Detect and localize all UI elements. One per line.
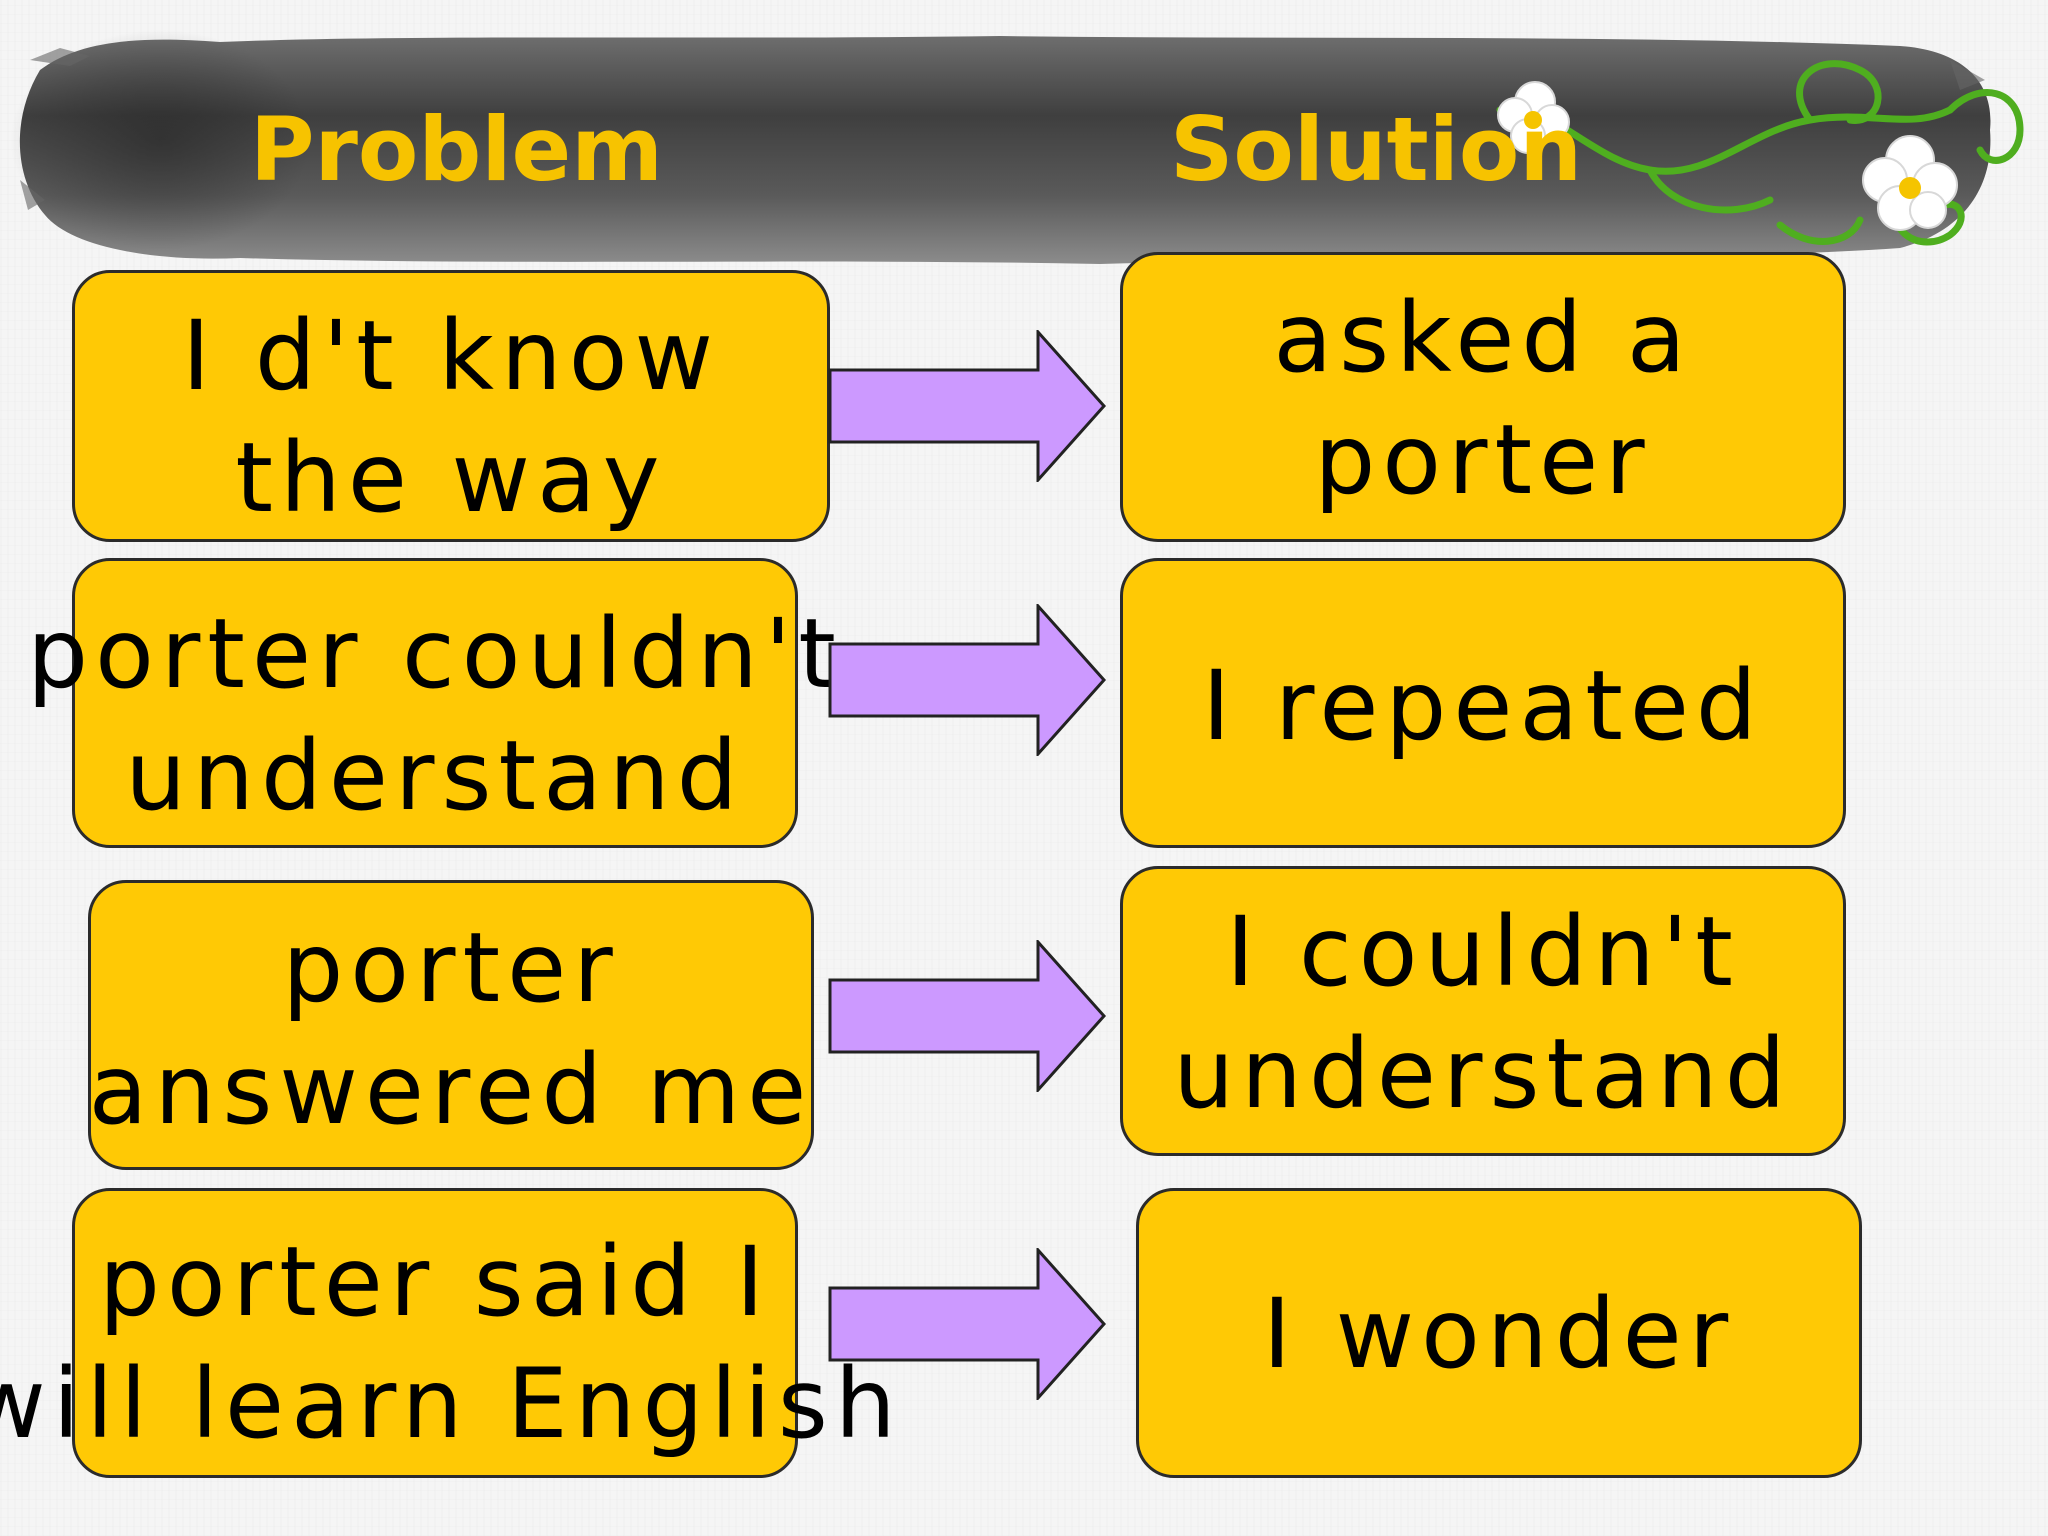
arrow-right-icon — [828, 1248, 1107, 1400]
flower-icon — [1497, 81, 1570, 154]
arrow-right-icon — [828, 330, 1107, 482]
problem-text: porter said I will learn English — [0, 1226, 903, 1460]
problem-box: I d't know the way — [72, 270, 830, 542]
solution-text: I wonder — [1262, 1278, 1736, 1390]
problem-box: porter answered me — [88, 880, 814, 1170]
solution-box: I couldn't understand — [1120, 866, 1846, 1156]
problem-box: porter couldn't understand — [27, 558, 836, 848]
solution-text: I couldn't understand — [1173, 896, 1793, 1130]
solution-text: asked a porter — [1273, 282, 1693, 516]
solution-text: I repeated — [1202, 650, 1764, 762]
problem-text: I d't know the way — [182, 300, 720, 534]
solution-box: I wonder — [1136, 1188, 1862, 1478]
problem-box: porter said I will learn English — [0, 1188, 896, 1478]
problem-text: porter couldn't understand — [27, 598, 843, 832]
flower-vine-decoration — [1496, 60, 2024, 246]
arrow-right-icon — [828, 604, 1107, 756]
header-band — [10, 30, 1991, 264]
arrow-right-icon — [828, 940, 1107, 1092]
solution-column-header: Solution — [1170, 98, 1582, 201]
problem-column-header: Problem — [250, 98, 663, 201]
solution-box: asked a porter — [1120, 252, 1846, 542]
problem-text: porter answered me — [88, 912, 814, 1146]
flower-icon — [1862, 135, 1958, 231]
solution-box: I repeated — [1120, 558, 1846, 848]
